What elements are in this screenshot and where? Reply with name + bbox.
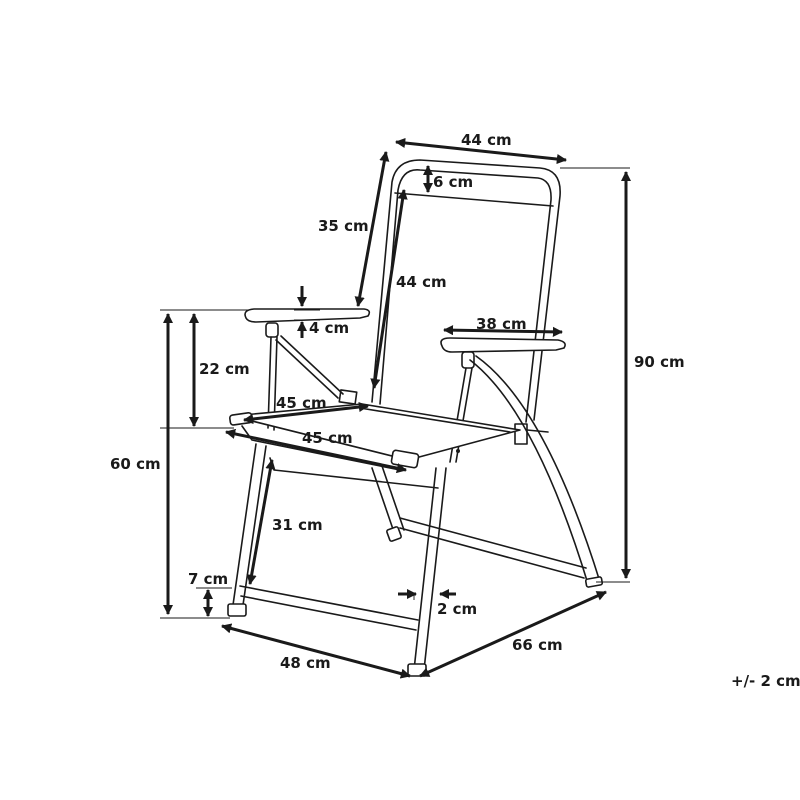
- label-armrest-length: 38 cm: [476, 315, 527, 333]
- label-back-band: 6 cm: [433, 173, 473, 191]
- label-base-depth: 66 cm: [512, 636, 563, 654]
- arrow-66: [419, 590, 607, 678]
- label-base-width: 48 cm: [280, 654, 331, 672]
- arrow-48: [221, 623, 411, 679]
- backrest-band: [394, 192, 554, 207]
- label-tube-diameter: 2 cm: [437, 600, 477, 618]
- arrow-45-lower: [225, 428, 407, 474]
- armrest-left: [244, 308, 371, 323]
- extension-lines: [160, 167, 630, 619]
- label-seat-height: 60 cm: [110, 455, 161, 473]
- label-armrest-thickness: 4 cm: [309, 319, 349, 337]
- rear-leg: [371, 465, 405, 539]
- arrow-31: [246, 458, 276, 586]
- label-seat-back-width: 44 cm: [461, 131, 512, 149]
- label-back-height: 44 cm: [396, 273, 447, 291]
- label-total-height: 90 cm: [634, 353, 685, 371]
- dimension-arrows: [162, 137, 632, 679]
- seat: [231, 403, 521, 461]
- chair-drawing: [227, 159, 604, 677]
- armrest-right: [440, 337, 566, 353]
- label-seat-depth: 45 cm: [302, 429, 353, 447]
- dimension-labels: 44 cm 6 cm 35 cm 44 cm 4 cm 38 cm 22 cm …: [110, 131, 800, 690]
- armrest-left-bracket: [265, 322, 279, 338]
- label-tolerance: +/- 2 cm: [731, 672, 800, 690]
- label-seat-width: 45 cm: [276, 394, 327, 412]
- arrow-44-back: [370, 188, 408, 390]
- front-right-leg: [413, 467, 447, 671]
- label-leg-height: 31 cm: [272, 516, 323, 534]
- label-back-upper-length: 35 cm: [318, 217, 369, 235]
- armrest-right-bracket: [461, 351, 475, 369]
- label-armrest-height: 22 cm: [199, 360, 250, 378]
- label-bottom-bar: 7 cm: [188, 570, 228, 588]
- arrow-44-top: [394, 137, 568, 165]
- arrow-45-upper: [242, 401, 370, 425]
- arrow-38: [442, 325, 564, 337]
